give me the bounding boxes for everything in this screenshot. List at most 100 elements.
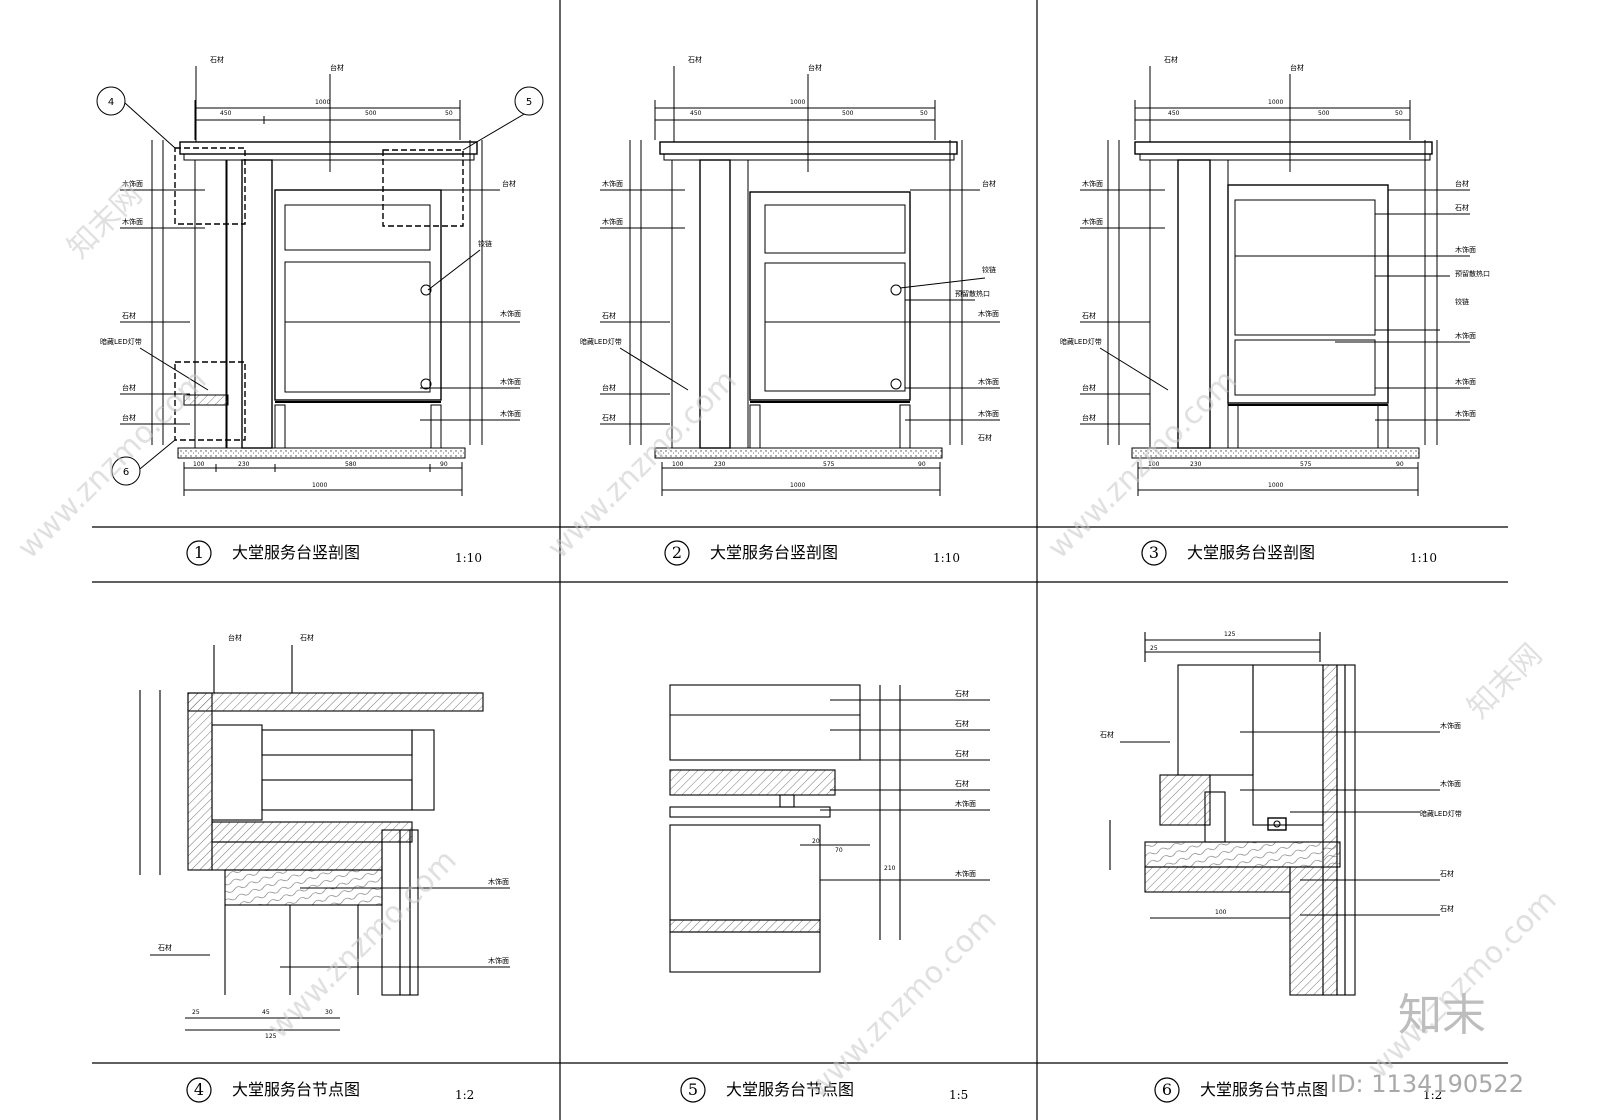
label-stone-r: 石材 [1455, 203, 1469, 212]
dim-1000-top: 1000 [315, 99, 330, 106]
panel-number-circle [664, 540, 690, 566]
dim-125: 125 [1224, 631, 1236, 638]
dim-450: 450 [1168, 110, 1180, 117]
label-wood-1: 木饰面 [1082, 179, 1103, 188]
panel-scale: 1:2 [455, 1088, 474, 1102]
label-hinge: 铰链 [1455, 297, 1469, 306]
label-wood-4: 木饰面 [978, 377, 999, 386]
label-counter-4: 台材 [502, 179, 516, 188]
label-vent: 预留散热口 [955, 289, 990, 298]
watermark-site-3: www.znzmo.com [1041, 363, 1244, 566]
brand-logo: 知末 [1398, 990, 1486, 1041]
panel-number: 3 [1149, 543, 1159, 562]
label-wood-5: 木饰面 [500, 409, 521, 418]
label-wood-3: 木饰面 [500, 309, 521, 318]
label-wood-r2: 木饰面 [1455, 331, 1476, 340]
callout-6-label: 6 [123, 467, 129, 478]
dim-30: 30 [325, 1009, 333, 1016]
section-1-labels: 石材 台材 450 1000 500 50 100 230 580 90 100… [100, 55, 521, 489]
label-wood-1: 木饰面 [955, 799, 976, 808]
detail-callout-4[interactable]: 4 [96, 86, 126, 116]
dim-500: 500 [365, 110, 377, 117]
dim-90: 90 [918, 461, 926, 468]
label-counter-4: 台材 [982, 179, 996, 188]
label-hinge: 铰链 [982, 265, 996, 274]
label-wood-1: 木饰面 [602, 179, 623, 188]
dim-580: 580 [345, 461, 357, 468]
dim-50: 50 [445, 110, 453, 117]
dim-70: 70 [835, 847, 843, 854]
dim-210: 210 [884, 865, 896, 872]
dim-20: 20 [812, 838, 820, 845]
label-stone: 石材 [688, 55, 702, 64]
panel-scale: 1:10 [455, 551, 482, 565]
detail-callout-5[interactable]: 5 [514, 86, 544, 116]
label-wood-5: 木饰面 [978, 409, 999, 418]
dim-100: 100 [193, 461, 205, 468]
section-3-labels: 石材 台材 450 1000 500 50 100 230 575 90 100… [1060, 55, 1490, 489]
label-stone-4: 石材 [978, 433, 992, 442]
label-led: 暗藏LED灯带 [580, 337, 622, 346]
detail-drawing-6 [1109, 632, 1440, 996]
watermark-site-1: www.znzmo.com [11, 363, 214, 566]
panel-title-text: 大堂服务台节点图 [1200, 1080, 1328, 1099]
watermark-site-6: www.znzmo.com [1361, 883, 1564, 1086]
detail-drawing-5 [669, 684, 990, 973]
panel-scale: 1:5 [949, 1088, 968, 1102]
label-wood-1: 木饰面 [122, 179, 143, 188]
dim-575: 575 [1300, 461, 1312, 468]
dim-1000-top: 1000 [790, 99, 805, 106]
callout-4-label: 4 [108, 97, 114, 108]
label-stone-1: 石材 [1100, 730, 1114, 739]
dim-230: 230 [714, 461, 726, 468]
dim-45: 45 [262, 1009, 270, 1016]
detail-6-labels: 石材 木饰面 木饰面 暗藏LED灯带 石材 石材 125 25 100 [1100, 631, 1462, 916]
label-counter: 台材 [1290, 63, 1304, 72]
dim-230: 230 [1190, 461, 1202, 468]
label-counter-2: 台材 [1082, 383, 1096, 392]
dim-1000-bottom: 1000 [1268, 482, 1283, 489]
detail-callout-6[interactable]: 6 [111, 456, 141, 486]
dim-500: 500 [1318, 110, 1330, 117]
label-wood-2: 木饰面 [1440, 779, 1461, 788]
dim-25: 25 [1150, 645, 1158, 652]
label-wood-1: 木饰面 [1440, 721, 1461, 730]
label-wood-2: 木饰面 [1082, 217, 1103, 226]
label-wood-r4: 木饰面 [1455, 409, 1476, 418]
dim-500: 500 [842, 110, 854, 117]
dim-90: 90 [440, 461, 448, 468]
label-wood-4: 木饰面 [500, 377, 521, 386]
dim-100: 100 [672, 461, 684, 468]
label-stone-2: 石材 [955, 719, 969, 728]
label-counter-4: 台材 [1455, 179, 1469, 188]
label-stone: 石材 [300, 633, 314, 642]
label-hinge: 铰链 [478, 239, 492, 248]
panel-number: 2 [672, 543, 682, 562]
dim-450: 450 [220, 110, 232, 117]
label-counter: 台材 [808, 63, 822, 72]
label-stone-1: 石材 [955, 689, 969, 698]
panel-number-circle [186, 1077, 212, 1103]
label-counter-2: 台材 [602, 383, 616, 392]
label-stone-3: 石材 [1440, 904, 1454, 913]
dim-450: 450 [690, 110, 702, 117]
label-stone-4: 石材 [955, 779, 969, 788]
label-wood-r1: 木饰面 [1455, 245, 1476, 254]
label-stone: 石材 [1164, 55, 1178, 64]
dim-575: 575 [823, 461, 835, 468]
label-wood-2: 木饰面 [122, 217, 143, 226]
label-counter-3: 台材 [1082, 413, 1096, 422]
label-led: 暗藏LED灯带 [1060, 337, 1102, 346]
label-wood-2: 木饰面 [488, 956, 509, 965]
panel-number: 1 [194, 543, 204, 562]
panel-number-circle [1154, 1077, 1180, 1103]
panel-number: 4 [194, 1080, 204, 1099]
panel-scale: 1:10 [1410, 551, 1437, 565]
